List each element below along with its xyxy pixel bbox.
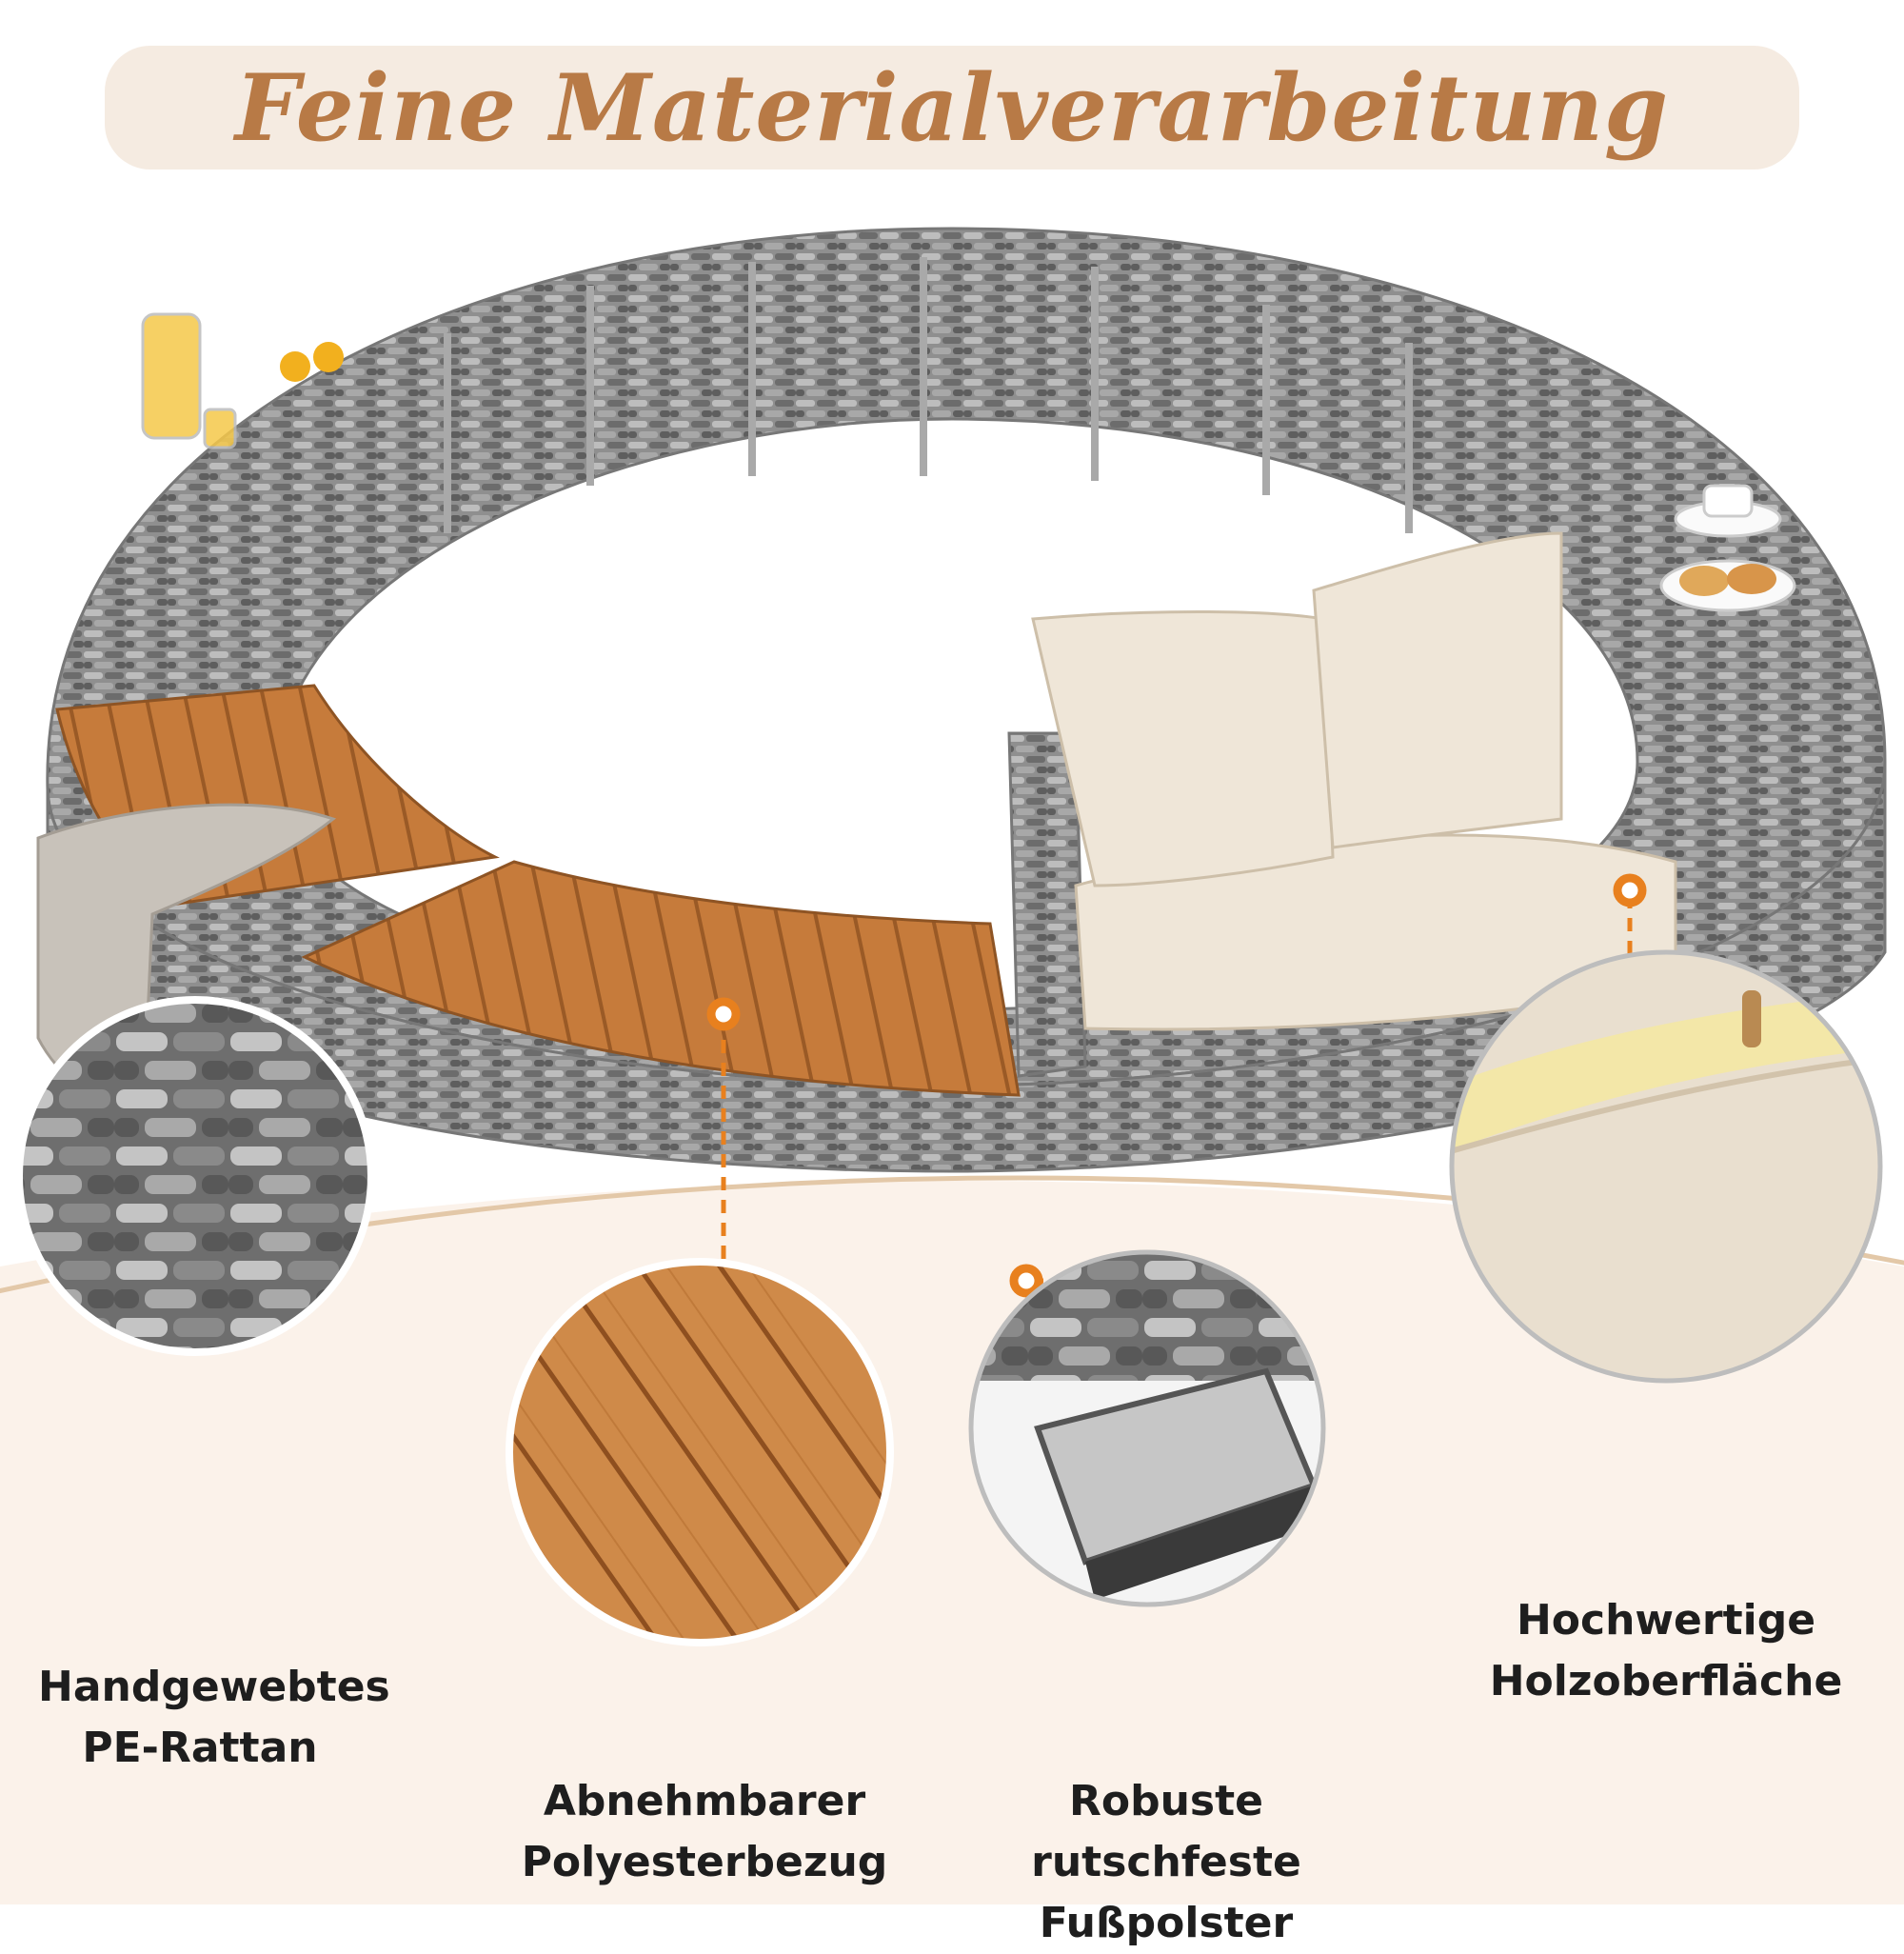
feature-label-rattan: Handgewebtes PE-Rattan <box>38 1657 390 1779</box>
feature-label-line: Handgewebtes <box>38 1663 390 1711</box>
product-infographic: Feine Materialverarbeitung Handgewebtes … <box>0 46 1904 1947</box>
closeup-rattan-weave <box>15 996 375 1356</box>
feature-label-cover: Abnehmbarer Polyesterbezug <box>514 1771 895 1893</box>
feature-label-line: PE-Rattan <box>82 1724 318 1772</box>
illustration-layer <box>0 227 1904 1904</box>
feature-label-wood: Hochwertige Holzoberfläche <box>1485 1590 1847 1712</box>
feature-label-line: Fußpolster <box>1039 1899 1294 1947</box>
closeup-foot-pad <box>968 1249 1326 1607</box>
title-banner <box>105 46 1799 169</box>
page-title: Feine Materialverarbeitung <box>234 53 1670 162</box>
feature-label-line: Abnehmbarer <box>543 1777 866 1825</box>
feature-label-line: Polyesterbezug <box>521 1838 888 1886</box>
feature-label-line: Hochwertige <box>1516 1596 1816 1645</box>
feature-label-foot-pad: Robuste rutschfeste Fußpolster <box>942 1771 1390 1954</box>
bottom-band <box>0 1181 1904 1904</box>
feature-label-line: Holzoberfläche <box>1489 1657 1843 1705</box>
feature-label-line: Robuste rutschfeste <box>1031 1777 1301 1886</box>
rattan-ring-furniture <box>36 227 1887 1173</box>
closeup-cushion-zipper <box>1449 949 1883 1384</box>
closeup-wood-surface <box>506 1258 894 1646</box>
